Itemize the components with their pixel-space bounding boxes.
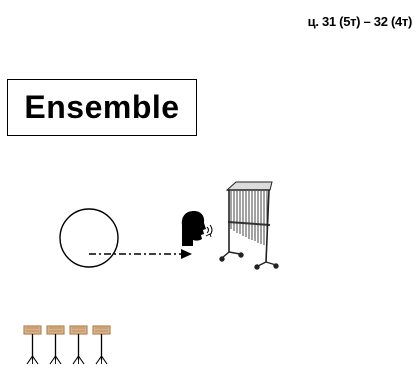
tubular-bells-icon	[219, 181, 279, 270]
dash-dot-arrow-icon	[89, 249, 192, 259]
title-label: Ensemble	[24, 89, 180, 125]
speaking-head-icon	[181, 211, 213, 246]
music-stand-icon	[69, 325, 88, 365]
music-stand-icon	[23, 325, 42, 365]
title-box: Ensemble	[7, 79, 197, 136]
music-stand-group	[23, 325, 111, 365]
music-stand-icon	[46, 325, 65, 365]
open-circle-icon	[59, 208, 119, 268]
music-stand-icon	[92, 325, 111, 365]
section-reference: ц. 31 (5т) – 32 (4т)	[307, 14, 413, 29]
